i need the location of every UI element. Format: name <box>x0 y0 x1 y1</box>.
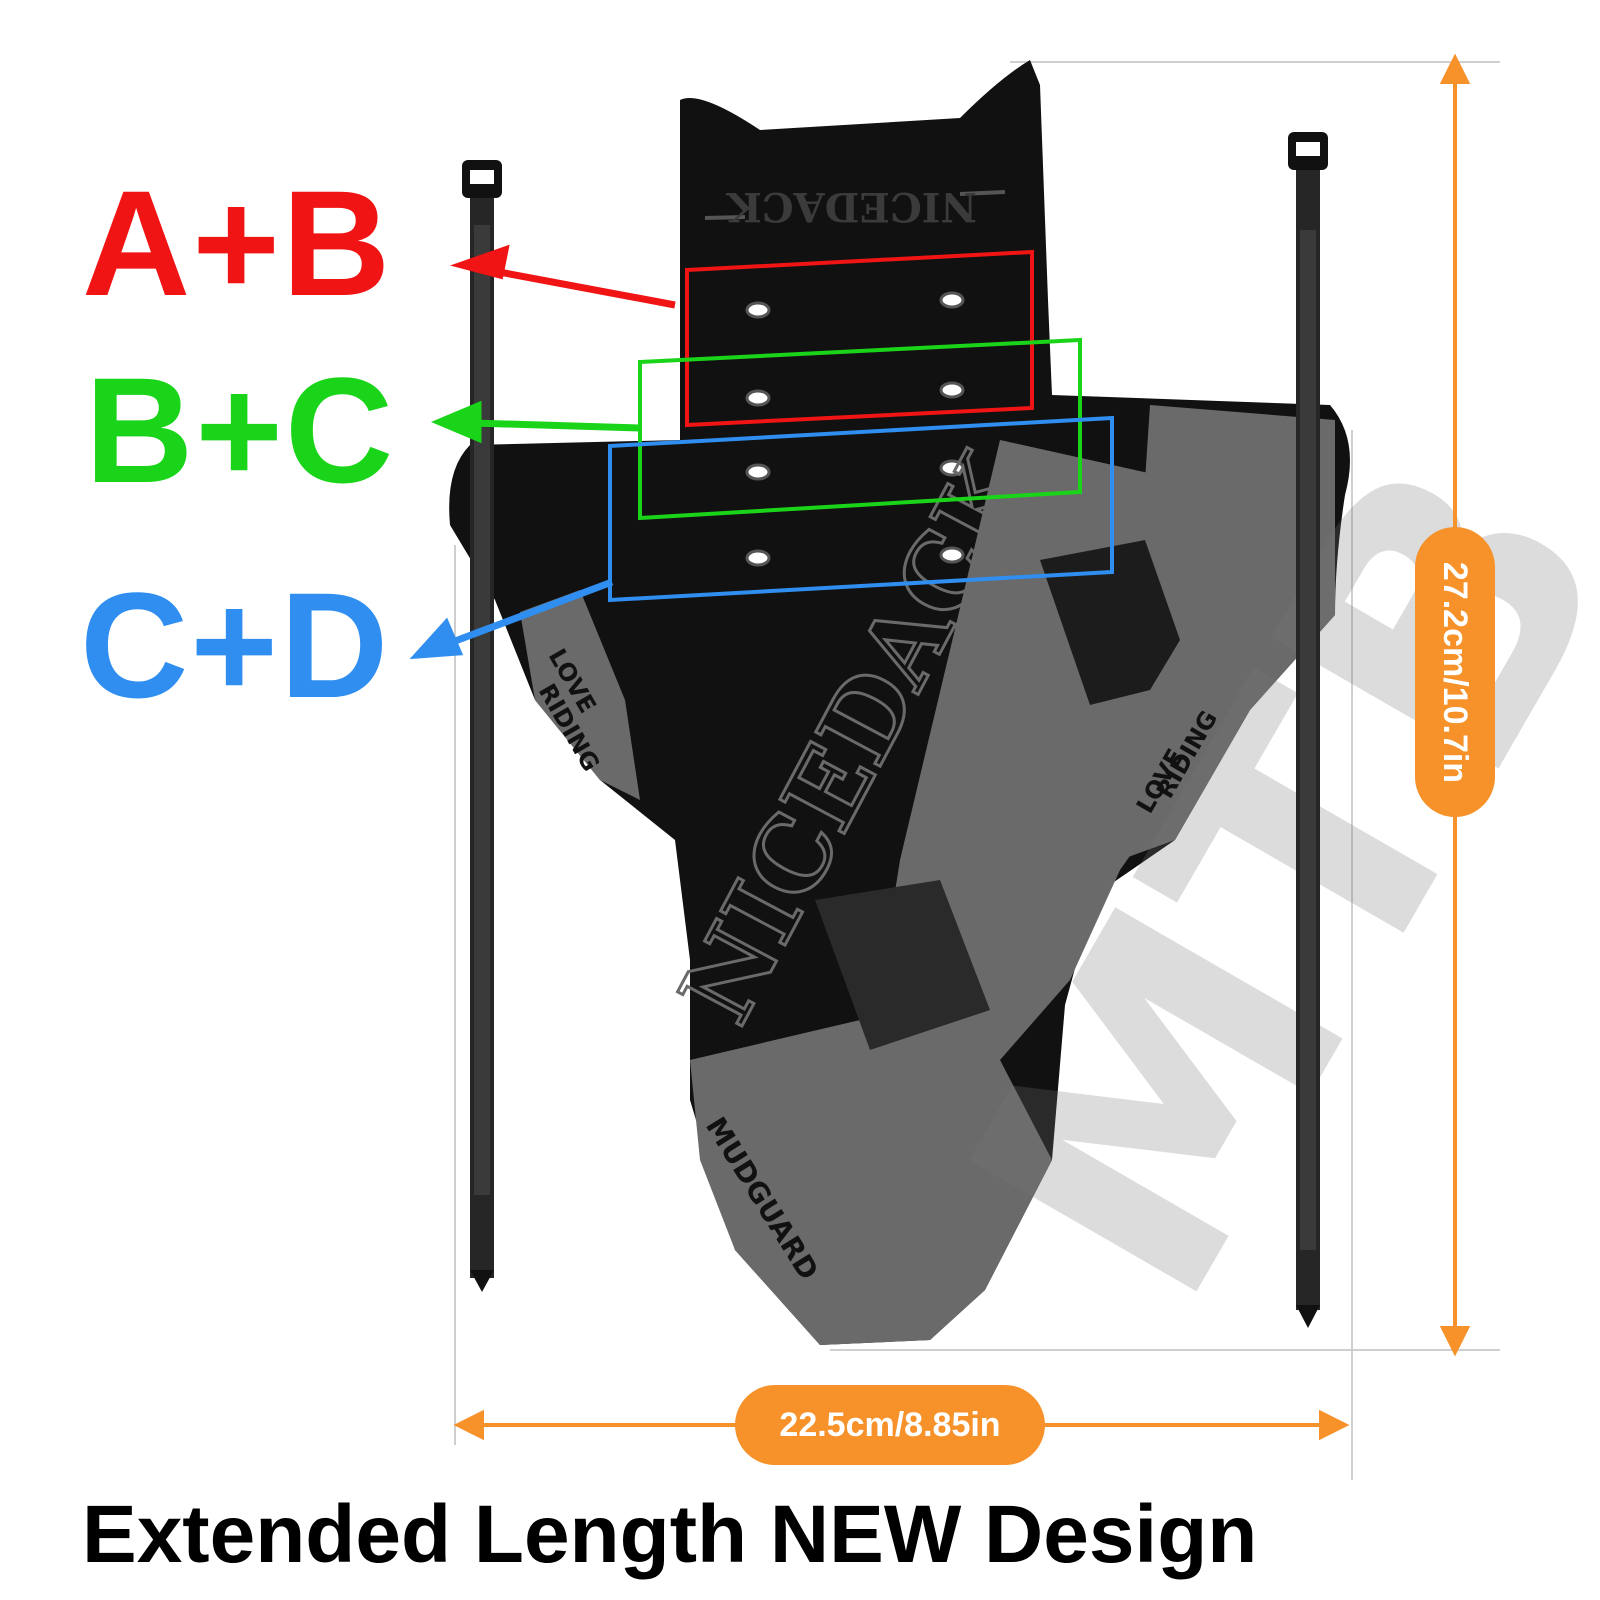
pointer-arrows <box>409 244 676 660</box>
dimension-guides <box>454 61 1500 1480</box>
frame-ab <box>685 249 1034 428</box>
cable-tie-right <box>1288 132 1328 1328</box>
brand-top-text: NICEDACK <box>726 183 977 230</box>
arrow-bc <box>430 400 641 444</box>
mounting-slots <box>745 291 965 567</box>
mudguard-graphics <box>520 405 1335 1345</box>
width-dimension-badge: 22.5cm/8.85in <box>735 1385 1045 1465</box>
frame-cd <box>608 415 1114 603</box>
mounting-frames <box>608 249 1114 603</box>
mounting-label-ab: A+B <box>82 159 393 327</box>
frame-bc <box>638 337 1082 521</box>
mounting-label-bc: B+C <box>85 346 396 514</box>
arrow-ab <box>450 244 676 309</box>
height-dimension-text: 27.2cm/10.7in <box>1436 561 1475 783</box>
height-dimension-badge: 27.2cm/10.7in <box>1415 527 1495 817</box>
headline: Extended Length NEW Design <box>82 1489 1258 1580</box>
mudguard-body <box>449 60 1351 1345</box>
cable-tie-left <box>462 160 502 1292</box>
arrow-cd <box>409 578 614 660</box>
mounting-label-cd: C+D <box>80 561 391 729</box>
width-dimension-text: 22.5cm/8.85in <box>779 1405 1001 1444</box>
